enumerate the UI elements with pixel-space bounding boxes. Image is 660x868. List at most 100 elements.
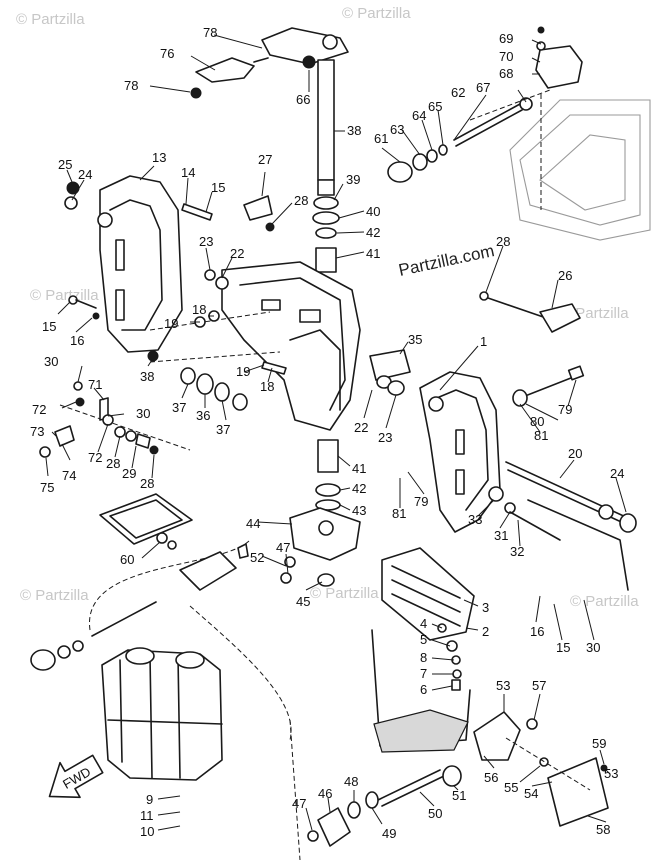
part-label: 78 [203,25,217,40]
part-label: 22 [354,420,368,435]
part-label: 24 [610,466,624,481]
part-label: 22 [230,246,244,261]
part-label: 29 [122,466,136,481]
part-label: 28 [496,234,510,249]
part-label: 75 [40,480,54,495]
part-label: 4 [420,616,427,631]
part-label: 39 [346,172,360,187]
part-label: 72 [88,450,102,465]
part-label: 51 [452,788,466,803]
part-label: 1 [480,334,487,349]
part-label: 40 [366,204,380,219]
part-label: 73 [30,424,44,439]
part-label: 38 [347,123,361,138]
part-label: 47 [292,796,306,811]
part-label: 50 [428,806,442,821]
watermark-brand: © Partzilla [570,593,639,610]
part-label: 20 [568,446,582,461]
part-label: 71 [88,377,102,392]
part-label: 74 [62,468,76,483]
part-label: 79 [414,494,428,509]
part-label: 52 [250,550,264,565]
part-label: 15 [211,180,225,195]
tilt-rod-20 [488,461,637,591]
part-label: 80 [530,414,544,429]
part-label: 81 [534,428,548,443]
part-label: 28 [140,476,154,491]
part-label: 24 [78,167,92,182]
part-label: 69 [499,31,513,46]
part-label: 35 [408,332,422,347]
watermark-brand: © Partzilla [20,587,89,604]
part-label: 54 [524,786,538,801]
top-right-mount-assembly [387,26,583,183]
part-label: 7 [420,666,427,681]
part-label: 23 [199,234,213,249]
part-label: 79 [558,402,572,417]
part-label: 53 [604,766,618,781]
part-label: 28 [106,456,120,471]
leader-lines [45,34,627,831]
watermark-brand: © Partzilla [30,287,99,304]
lower-mount-44 [280,507,361,587]
part-label: 49 [382,826,396,841]
part-label: 9 [146,792,153,807]
part-label: 42 [366,225,380,240]
trim-rod-25 [479,291,581,333]
part-label: 36 [196,408,210,423]
part-label: 59 [592,736,606,751]
part-label: 42 [352,481,366,496]
part-label: 26 [558,268,572,283]
clamp-bracket-right [419,371,501,533]
part-label: 56 [484,770,498,785]
pins-35-36 [147,350,248,411]
part-label: 15 [556,640,570,655]
part-number-labels: 78 76 78 66 38 62 67 69 70 68 61 63 64 6… [30,25,624,841]
part-label: 45 [296,594,310,609]
watermark-brand: © Partzilla [310,585,379,602]
bolt-79-assembly [512,365,585,407]
part-label: 8 [420,650,427,665]
part-label: 30 [136,406,150,421]
part-label: 6 [420,682,427,697]
anode-plate [371,547,475,753]
part-label: 37 [172,400,186,415]
part-label: 16 [530,624,544,639]
steering-arm-assembly [190,27,349,99]
part-label: 46 [318,786,332,801]
part-label: 30 [586,640,600,655]
part-label: 10 [140,824,154,839]
part-label: 18 [192,302,206,317]
part-label: 23 [378,430,392,445]
part-label: 13 [152,150,166,165]
part-label: 25 [58,157,72,172]
small-bolts [68,203,287,375]
tilt-shaft-34 [369,349,411,396]
part-label: 41 [366,246,380,261]
part-label: 2 [482,624,489,639]
part-label: 27 [258,152,272,167]
part-label: 60 [120,552,134,567]
lower-shaft-50 [289,719,462,861]
part-label: 16 [70,333,84,348]
part-label: 11 [140,808,154,823]
watermark-main: Partzilla.com [397,241,496,280]
part-label: 32 [510,544,524,559]
part-label: 30 [44,354,58,369]
part-label: 68 [499,66,513,81]
part-label: 41 [352,461,366,476]
part-label: 76 [160,46,174,61]
forward-direction-arrow: FWD [48,754,104,799]
part-label: 15 [42,319,56,334]
part-label: 66 [296,92,310,107]
part-label: 58 [596,822,610,837]
part-label: 78 [124,78,138,93]
engine-cowling-sketch [509,94,651,241]
part-label: 67 [476,80,490,95]
part-label: 65 [428,99,442,114]
part-label: 48 [344,774,358,789]
clamp-bracket-left [64,175,183,353]
lower-bushings [315,439,341,511]
